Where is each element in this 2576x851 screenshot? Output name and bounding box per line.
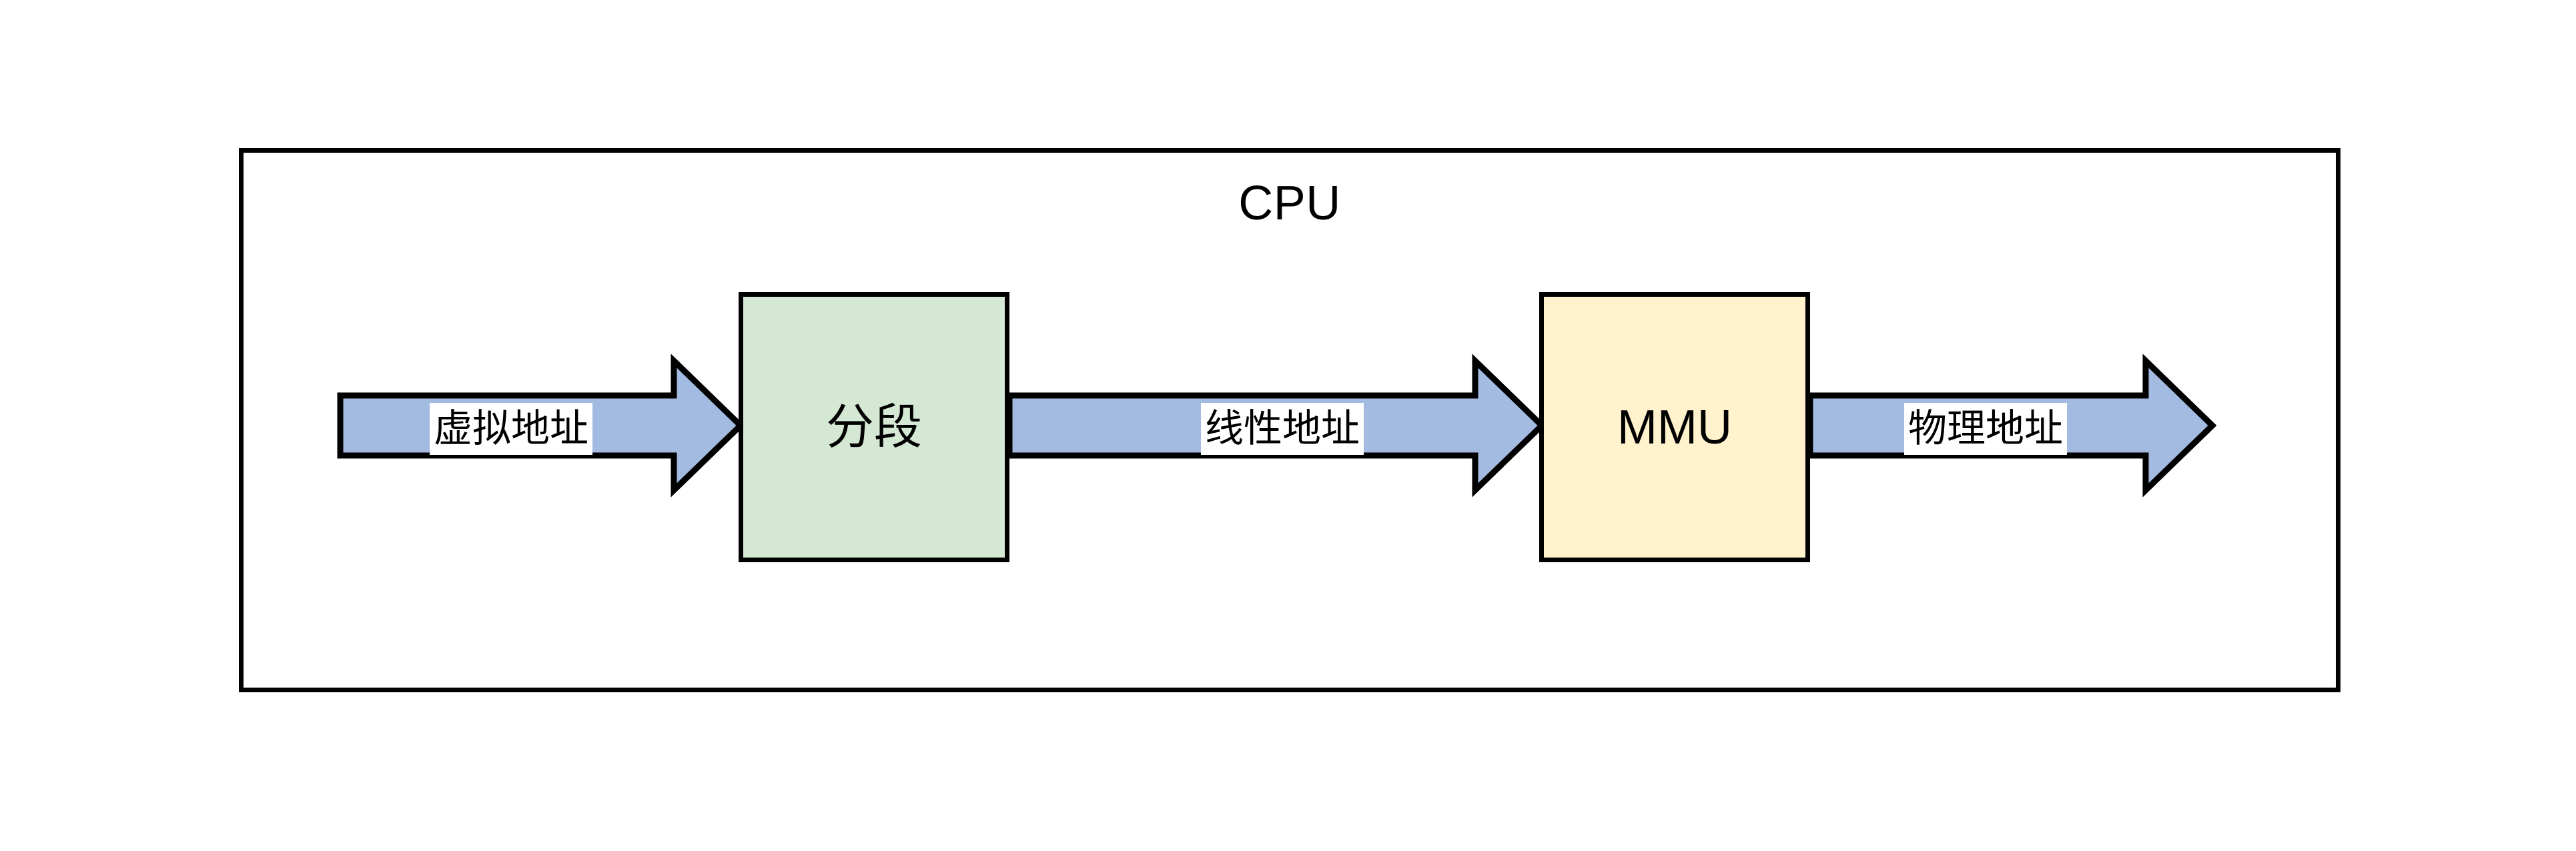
arrow-virtual-address-label: 虚拟地址 — [430, 403, 593, 456]
cpu-title-label: CPU — [1238, 177, 1341, 230]
node-segmentation-label: 分段 — [825, 400, 922, 454]
arrow-linear-address-label: 线性地址 — [1201, 403, 1364, 456]
node-mmu[interactable]: MMU — [1539, 292, 1810, 562]
arrow-physical-address-label: 物理地址 — [1904, 403, 2068, 456]
node-segmentation[interactable]: 分段 — [739, 292, 1009, 562]
node-mmu-label: MMU — [1617, 400, 1732, 454]
